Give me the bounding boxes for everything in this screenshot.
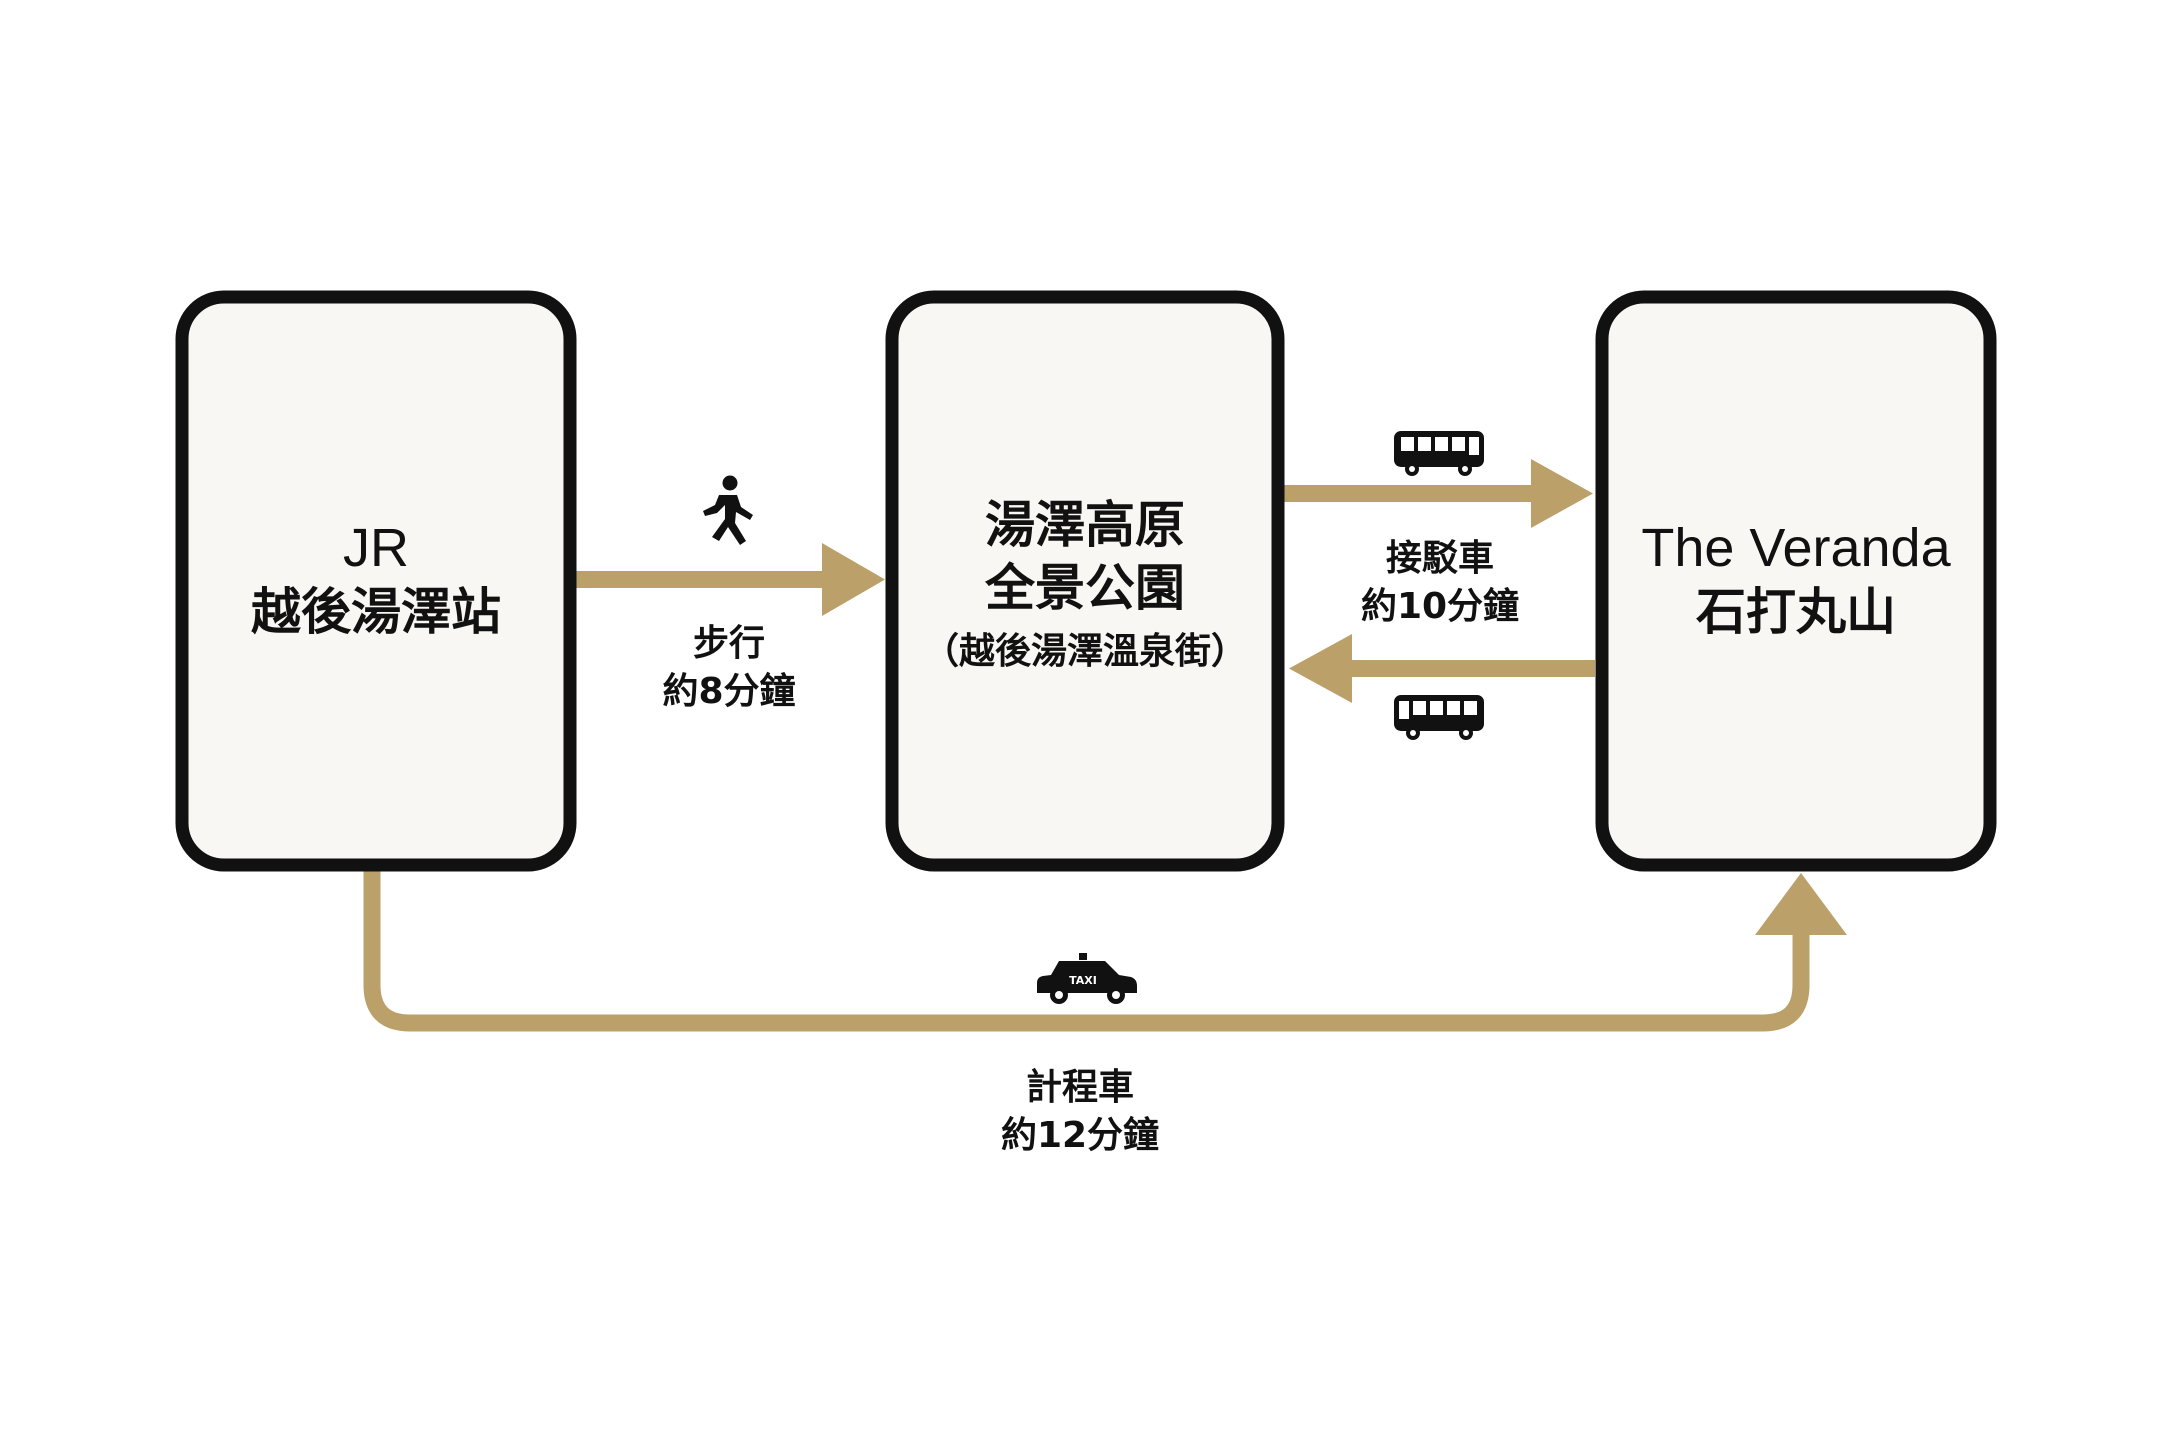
node-jr-station: JR 越後湯澤站 [175,290,577,872]
walk-arrow [571,543,885,616]
walk-label: 步行 約8分鐘 [662,623,795,712]
walking-person-icon [703,475,753,545]
park-name-line2: 全景公園 [984,559,1185,617]
walk-mode: 步行 [693,623,765,664]
park-name-line1: 湯澤高原 [985,496,1185,554]
veranda-location: 石打丸山 [1696,583,1896,641]
jr-label: JR [343,518,409,578]
shuttle-arrow-outbound [1283,459,1593,528]
shuttle-duration: 約10分鐘 [1361,585,1519,627]
jr-station-name: 越後湯澤站 [251,583,501,641]
park-name-note: （越後湯澤溫泉街） [923,631,1247,672]
shuttle-mode: 接駁車 [1386,538,1494,579]
taxi-duration: 約12分鐘 [1001,1114,1159,1156]
walk-duration: 約8分鐘 [662,670,795,712]
veranda-name: The Veranda [1641,518,1951,578]
taxi-icon: TAXI [1037,953,1137,1004]
node-panorama-park: 湯澤高原 全景公園 （越後湯澤溫泉街） [885,290,1285,872]
node-veranda: The Veranda 石打丸山 [1595,290,1997,872]
taxi-route [363,870,1847,1032]
bus-icon-return [1394,695,1484,740]
taxi-sign-text: TAXI [1069,974,1097,987]
shuttle-label: 接駁車 約10分鐘 [1361,538,1519,627]
taxi-label: 計程車 約12分鐘 [1001,1067,1159,1156]
bus-icon [1394,431,1484,476]
shuttle-arrow-return [1289,634,1595,703]
taxi-mode: 計程車 [1026,1067,1134,1108]
